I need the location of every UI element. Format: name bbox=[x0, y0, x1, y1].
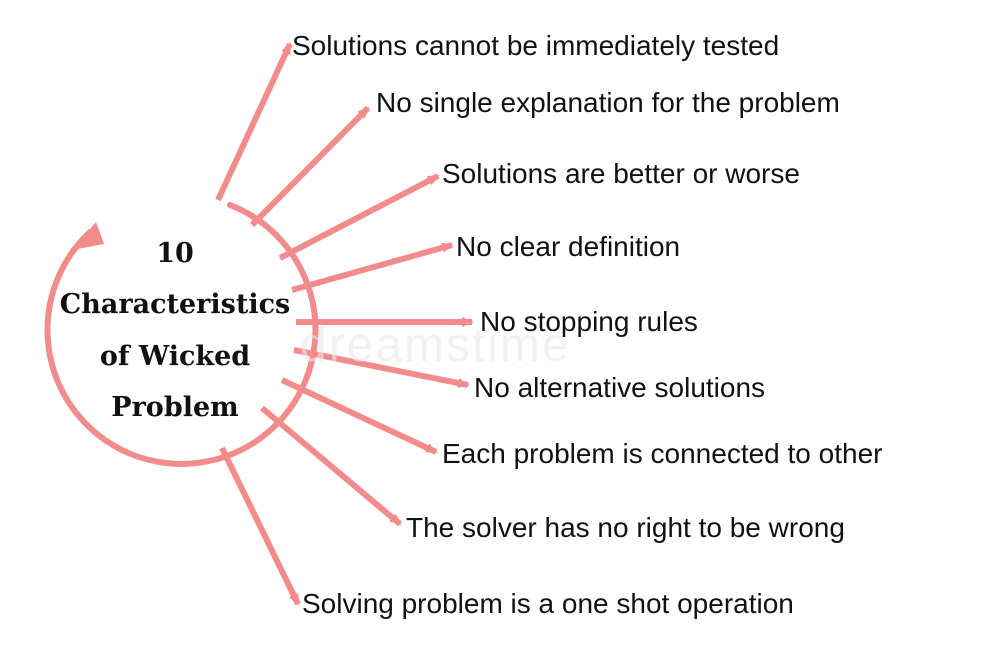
watermark: dreamstime bbox=[300, 319, 571, 372]
arrow-1 bbox=[215, 42, 293, 202]
center-title-line: Problem bbox=[111, 391, 239, 423]
characteristic-label-5: No stopping rules bbox=[480, 306, 698, 337]
characteristic-label-7: Each problem is connected to other bbox=[442, 438, 883, 469]
characteristic-label-8: The solver has no right to be wrong bbox=[406, 512, 845, 543]
arrow-8 bbox=[260, 405, 402, 527]
arrow-4 bbox=[291, 242, 454, 293]
characteristic-label-6: No alternative solutions bbox=[474, 372, 766, 403]
center-circle bbox=[44, 202, 319, 467]
center-title-line: 10 bbox=[156, 238, 194, 269]
center-circle-arrowhead bbox=[72, 222, 104, 250]
center-title-line: Characteristics bbox=[59, 289, 291, 321]
characteristic-label-3: Solutions are better or worse bbox=[442, 158, 800, 189]
center-title-line: of Wicked bbox=[99, 340, 251, 372]
characteristic-label-2: No single explanation for the problem bbox=[376, 87, 840, 118]
arrow-6 bbox=[293, 347, 470, 388]
arrow-7 bbox=[280, 377, 438, 455]
characteristic-label-4: No clear definition bbox=[456, 231, 681, 262]
characteristic-label-1: Solutions cannot be immediately tested bbox=[292, 30, 780, 61]
arrow-2 bbox=[249, 105, 371, 228]
center-title: 10 Characteristics of Wicked Problem bbox=[40, 228, 310, 433]
characteristic-label-9: Solving problem is a one shot operation bbox=[302, 588, 794, 619]
arrow-9 bbox=[219, 446, 301, 606]
arrow-3 bbox=[278, 173, 440, 261]
